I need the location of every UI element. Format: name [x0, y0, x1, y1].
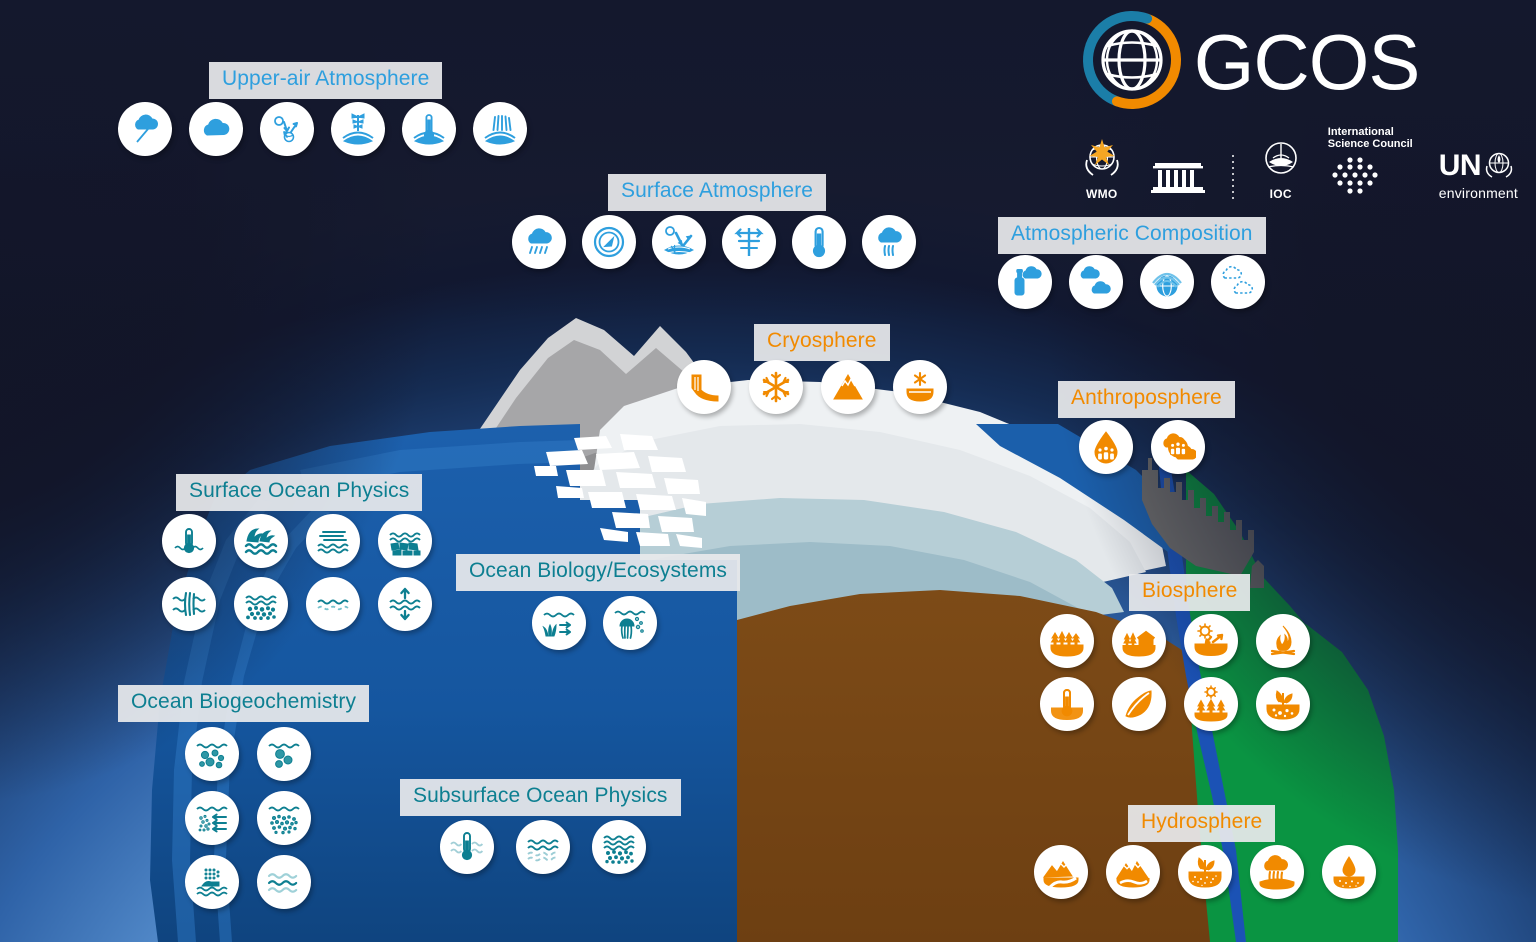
sea-ice-icon[interactable] [378, 514, 432, 568]
nitrous-oxide-icon[interactable] [185, 855, 239, 909]
forest-cover-icon[interactable] [1040, 614, 1094, 668]
partner-isc: International Science Council [1327, 126, 1413, 201]
sea-state-icon[interactable] [234, 514, 288, 568]
group-subsurface-ocean-physics [440, 820, 646, 874]
partner-unesco [1150, 150, 1206, 201]
water-vapour-icon[interactable] [862, 215, 916, 269]
greenhouse-gases-icon[interactable] [1069, 255, 1123, 309]
upper-air-temperature-icon[interactable] [402, 102, 456, 156]
unesco-temple-icon [1150, 150, 1206, 201]
label-upper-air-atmosphere: Upper-air Atmosphere [209, 62, 443, 99]
gcos-logo-lockup: GCOS [1080, 8, 1522, 117]
river-discharge-icon[interactable] [1034, 845, 1088, 899]
logo-divider [1231, 154, 1234, 201]
surface-radiation-icon[interactable] [652, 215, 706, 269]
lakes-icon[interactable] [1106, 845, 1160, 899]
earth-radiation-budget-icon[interactable] [260, 102, 314, 156]
cloud-lightning-icon[interactable] [118, 102, 172, 156]
inorganic-carbon-icon[interactable] [185, 727, 239, 781]
sea-level-icon[interactable] [306, 577, 360, 631]
group-ocean-biogeochemistry [185, 727, 311, 909]
water-use-icon[interactable] [1079, 420, 1133, 474]
partner-unep: UN environment [1439, 149, 1518, 201]
label-surface-atmosphere: Surface Atmosphere [608, 174, 827, 211]
snow-icon[interactable] [749, 360, 803, 414]
gcos-wordmark: GCOS [1193, 18, 1421, 107]
subsurface-temperature-icon[interactable] [440, 820, 494, 874]
partner-logos: WMO [1080, 126, 1522, 201]
group-surface-atmosphere [512, 215, 916, 269]
nutrients-icon[interactable] [185, 791, 239, 845]
wmo-caption: WMO [1085, 186, 1118, 201]
ioc-caption: IOC [1269, 186, 1292, 201]
transient-tracers-icon[interactable] [257, 791, 311, 845]
ice-sheet-icon[interactable] [821, 360, 875, 414]
unep-subtitle: environment [1438, 184, 1518, 201]
ocean-ph-icon[interactable] [257, 855, 311, 909]
subsurface-salinity-icon[interactable] [592, 820, 646, 874]
leaf-area-index-icon[interactable] [1112, 677, 1166, 731]
group-cryosphere [677, 360, 947, 414]
evaporation-icon[interactable] [1250, 845, 1304, 899]
fapar-icon[interactable] [1184, 677, 1238, 731]
sea-surface-temperature-icon[interactable] [162, 514, 216, 568]
fire-icon[interactable] [1256, 614, 1310, 668]
ioc-emblem-icon [1260, 138, 1302, 185]
land-cover-icon[interactable] [1112, 614, 1166, 668]
thermometer-icon[interactable] [792, 215, 846, 269]
label-surface-ocean-physics: Surface Ocean Physics [176, 474, 423, 511]
un-wordmark: UN [1438, 149, 1482, 183]
label-cryosphere: Cryosphere [754, 324, 890, 361]
wmo-emblem-icon [1080, 136, 1124, 185]
group-surface-ocean-physics [162, 514, 432, 631]
label-subsurface-ocean-physics: Subsurface Ocean Physics [400, 779, 681, 816]
oxygen-icon[interactable] [257, 727, 311, 781]
aerosols-icon[interactable] [998, 255, 1052, 309]
gcos-globe-icon [1080, 8, 1184, 117]
partner-wmo: WMO [1080, 136, 1124, 201]
ocean-surface-heat-flux-icon[interactable] [378, 577, 432, 631]
group-upper-air-atmosphere [118, 102, 527, 156]
label-ocean-biology-ecosystems: Ocean Biology/Ecosystems [456, 554, 741, 591]
land-temperature-icon[interactable] [1040, 677, 1094, 731]
surface-stress-icon[interactable] [162, 577, 216, 631]
isc-dots-icon [1328, 156, 1386, 201]
precursors-icon[interactable] [1211, 255, 1265, 309]
upper-air-water-vapour-icon[interactable] [473, 102, 527, 156]
ocean-colour-icon[interactable] [532, 596, 586, 650]
group-ocean-biology-ecosystems [532, 596, 657, 650]
group-hydrosphere [1034, 845, 1376, 899]
un-environment-icon [1484, 149, 1514, 184]
gcos-branding: GCOS WMO [1080, 8, 1522, 201]
glacier-icon[interactable] [677, 360, 731, 414]
surface-currents-icon[interactable] [306, 514, 360, 568]
group-biosphere [1040, 614, 1310, 731]
partner-ioc: IOC [1260, 138, 1302, 201]
plankton-icon[interactable] [603, 596, 657, 650]
precipitation-icon[interactable] [512, 215, 566, 269]
permafrost-icon[interactable] [893, 360, 947, 414]
label-biosphere: Biosphere [1129, 574, 1251, 611]
sea-surface-salinity-icon[interactable] [234, 577, 288, 631]
group-atmospheric-composition [998, 255, 1265, 309]
soil-moisture-icon[interactable] [1178, 845, 1232, 899]
groundwater-icon[interactable] [1322, 845, 1376, 899]
soil-carbon-icon[interactable] [1256, 677, 1310, 731]
group-anthroposphere [1079, 420, 1205, 474]
label-atmospheric-composition: Atmospheric Composition [998, 217, 1266, 254]
isc-title: International Science Council [1327, 126, 1413, 150]
ghg-emissions-icon[interactable] [1151, 420, 1205, 474]
upper-air-wind-icon[interactable] [331, 102, 385, 156]
pressure-gauge-icon[interactable] [582, 215, 636, 269]
ozone-icon[interactable] [1140, 255, 1194, 309]
label-ocean-biogeochemistry: Ocean Biogeochemistry [118, 685, 370, 722]
subsurface-currents-icon[interactable] [516, 820, 570, 874]
label-anthroposphere: Anthroposphere [1058, 381, 1235, 418]
label-hydrosphere: Hydrosphere [1128, 805, 1276, 842]
cloud-icon[interactable] [189, 102, 243, 156]
wind-vane-icon[interactable] [722, 215, 776, 269]
albedo-icon[interactable] [1184, 614, 1238, 668]
